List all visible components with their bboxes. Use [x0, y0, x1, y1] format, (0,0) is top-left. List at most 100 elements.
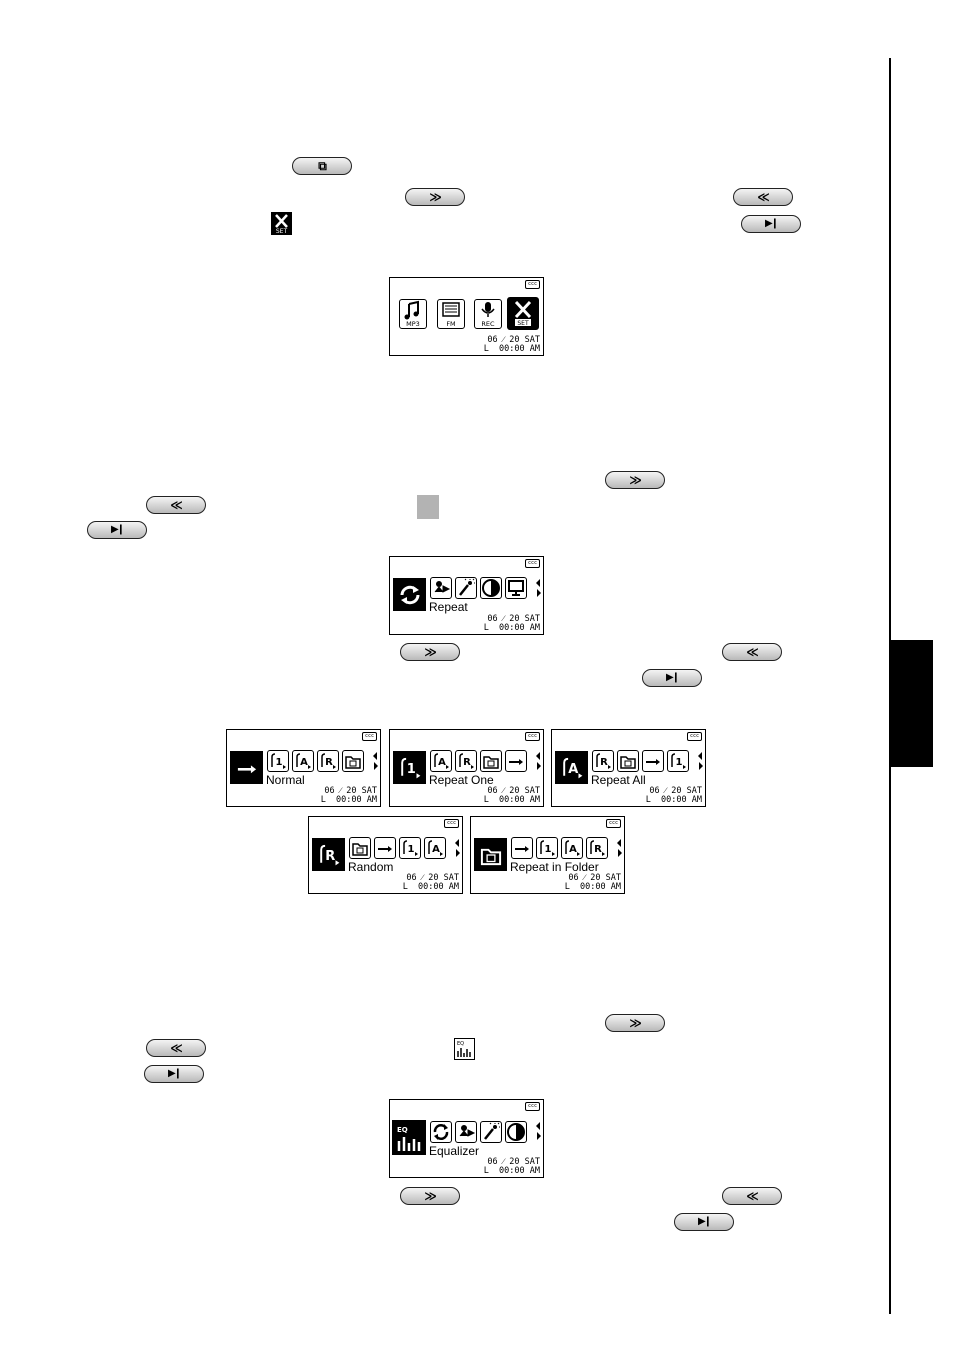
- mode-label: Repeat All: [591, 773, 646, 787]
- battery-icon: ccc: [525, 280, 540, 289]
- section-tab: [891, 640, 933, 767]
- repeat-folder-icon: [617, 750, 639, 772]
- scroll-right-icon: [456, 849, 460, 857]
- battery-icon: ccc: [525, 1102, 540, 1111]
- random-icon: R: [317, 750, 339, 772]
- scroll-left-icon: [698, 752, 702, 760]
- contrast-icon: [480, 577, 502, 599]
- next-button[interactable]: ≫: [605, 471, 665, 489]
- rec-label: REC: [481, 320, 495, 328]
- prev-button[interactable]: ≪: [146, 1039, 206, 1057]
- normal-play-icon: [374, 837, 396, 859]
- scroll-right-icon: [374, 762, 378, 770]
- computer-icon: [505, 577, 527, 599]
- play-pause-icon: ▶❙: [697, 1216, 712, 1227]
- prev-button[interactable]: ≪: [722, 643, 782, 661]
- next-button[interactable]: ≫: [400, 643, 460, 661]
- scroll-left-icon: [455, 839, 459, 847]
- play-pause-icon: ▶❙: [665, 672, 680, 683]
- normal-play-icon: [230, 751, 263, 784]
- radio-icon: FM: [437, 299, 465, 329]
- date-text: 06 ⁄ 20 SAT: [324, 786, 377, 796]
- prev-button[interactable]: ≪: [733, 188, 793, 206]
- play-pause-icon: ▶❙: [764, 218, 779, 229]
- rewind-icon: ≪: [757, 190, 770, 204]
- next-button[interactable]: ≫: [405, 188, 465, 206]
- eq-icon: EQ: [454, 1038, 475, 1060]
- eq-text: EQ: [397, 1126, 408, 1134]
- play-pause-icon: ▶❙: [167, 1068, 182, 1079]
- repeat-one-icon: 1: [399, 837, 421, 859]
- brightness-icon: [455, 577, 477, 599]
- play-pause-button[interactable]: ▶❙: [674, 1213, 734, 1231]
- play-pause-icon: ▶❙: [110, 524, 125, 535]
- prev-button[interactable]: ≪: [146, 496, 206, 514]
- random-icon: R: [592, 750, 614, 772]
- highlight-square: [417, 495, 439, 519]
- mode-button[interactable]: ⧉: [292, 157, 352, 175]
- prev-button[interactable]: ≪: [722, 1187, 782, 1205]
- music-icon: MP3: [399, 299, 427, 329]
- settings-icon: SET: [507, 297, 539, 330]
- repeat-folder-icon: [342, 750, 364, 772]
- play-pause-button[interactable]: ▶❙: [144, 1065, 204, 1083]
- repeat-icon: [393, 578, 426, 611]
- play-speed-icon: [430, 577, 452, 599]
- svg-text:1: 1: [545, 844, 552, 855]
- svg-text:A: A: [300, 757, 308, 768]
- battery-icon: ccc: [444, 819, 459, 828]
- svg-text:1: 1: [408, 844, 415, 855]
- play-pause-button[interactable]: ▶❙: [642, 669, 702, 687]
- lcd-equalizer-menu: ccc EQ Equalizer 06 ⁄ 20 SAT L 00:00 AM: [389, 1099, 544, 1178]
- set-icon: SET: [271, 212, 292, 235]
- scroll-right-icon: [699, 762, 703, 770]
- play-pause-button[interactable]: ▶❙: [741, 215, 801, 233]
- repeat-one-icon: 1: [536, 837, 558, 859]
- svg-text:A: A: [438, 757, 446, 768]
- play-pause-button[interactable]: ▶❙: [87, 521, 147, 539]
- repeat-all-icon: A: [292, 750, 314, 772]
- scroll-left-icon: [536, 752, 540, 760]
- scroll-right-icon: [618, 849, 622, 857]
- scroll-left-icon: [617, 839, 621, 847]
- date-text: 06 ⁄ 20 SAT: [487, 614, 540, 624]
- date-text: 06 ⁄ 20 SAT: [649, 786, 702, 796]
- svg-text:A: A: [568, 762, 578, 777]
- random-icon: R: [312, 838, 345, 871]
- normal-play-icon: [642, 750, 664, 772]
- time-text: L 00:00 AM: [483, 344, 540, 354]
- fast-forward-icon: ≫: [424, 645, 437, 659]
- fm-label: FM: [446, 320, 455, 328]
- svg-text:A: A: [432, 844, 440, 855]
- mode-label: Random: [348, 860, 394, 874]
- lcd-repeat-menu: ccc Repeat 06 ⁄ 20 SAT L 00:00 AM: [389, 556, 544, 635]
- time-text: L 00:00 AM: [320, 795, 377, 805]
- set-label: SET: [517, 320, 529, 327]
- repeat-all-icon: A: [424, 837, 446, 859]
- repeat-folder-icon: [349, 837, 371, 859]
- fast-forward-icon: ≫: [629, 473, 642, 487]
- next-button[interactable]: ≫: [400, 1187, 460, 1205]
- battery-icon: ccc: [687, 732, 702, 741]
- svg-text:R: R: [594, 844, 602, 855]
- mode-label: Repeat in Folder: [510, 860, 599, 874]
- repeat-all-icon: A: [561, 837, 583, 859]
- menu-label: Equalizer: [429, 1144, 480, 1158]
- scroll-left-icon: [373, 752, 377, 760]
- time-text: L 00:00 AM: [402, 882, 459, 892]
- mode-label: Normal: [266, 773, 305, 787]
- rewind-icon: ≪: [746, 1189, 759, 1203]
- svg-text:1: 1: [676, 757, 683, 768]
- next-button[interactable]: ≫: [605, 1014, 665, 1032]
- scroll-right-icon: [537, 1132, 541, 1140]
- svg-text:SET: SET: [276, 228, 288, 235]
- svg-text:1: 1: [406, 762, 415, 777]
- fast-forward-icon: ≫: [424, 1189, 437, 1203]
- date-text: 06 ⁄ 20 SAT: [568, 873, 621, 883]
- brightness-icon: [480, 1121, 502, 1143]
- time-text: L 00:00 AM: [645, 795, 702, 805]
- svg-text:R: R: [325, 757, 333, 768]
